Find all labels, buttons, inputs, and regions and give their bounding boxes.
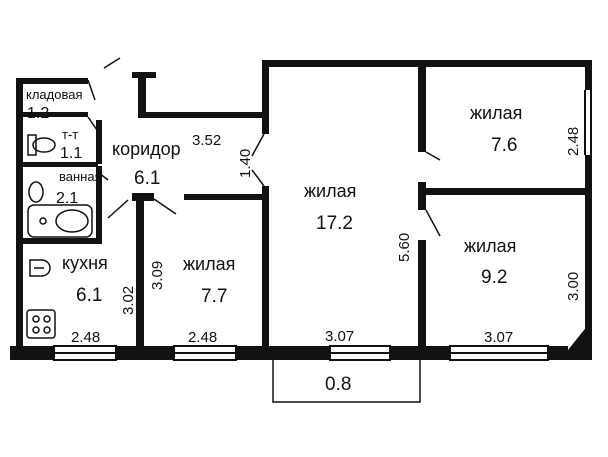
- dim-140: 1.40: [237, 149, 254, 178]
- doors: [87, 57, 441, 237]
- dim-248-right: 2.48: [565, 127, 582, 156]
- dim-352: 3.52: [192, 132, 221, 149]
- toilet-area: 1.1: [60, 145, 82, 162]
- living-top-right-area: 7.6: [491, 135, 517, 156]
- storage-area: 1.2: [27, 105, 49, 122]
- living-big-name: жилая: [304, 181, 356, 201]
- dim-560: 5.60: [396, 233, 413, 262]
- dim-302: 3.02: [120, 286, 137, 315]
- living-bottom-right-area: 9.2: [481, 267, 507, 288]
- living-big-area: 17.2: [316, 213, 353, 234]
- dim-307-big: 3.07: [325, 328, 354, 345]
- living-bottom-right-name: жилая: [464, 236, 516, 256]
- bath-name: ванная: [59, 169, 102, 184]
- toilet-name: т-т: [62, 127, 78, 142]
- dim-309: 3.09: [149, 261, 166, 290]
- kitchen-name: кухня: [62, 253, 108, 273]
- dim-300: 3.00: [565, 272, 582, 301]
- dim-307-right: 3.07: [484, 329, 513, 346]
- living-small-area: 7.7: [201, 286, 227, 307]
- corridor-area: 6.1: [134, 168, 160, 189]
- dim-248-living: 2.48: [188, 329, 217, 346]
- dimension-labels: 3.52 1.40 3.09 3.02 2.48 2.48 3.07 5.60 …: [71, 127, 582, 395]
- windows: [53, 345, 549, 361]
- bath-area: 2.1: [56, 190, 78, 207]
- dim-248-kitchen: 2.48: [71, 329, 100, 346]
- living-top-right-name: жилая: [470, 103, 522, 123]
- room-labels: кладовая 1.2 т-т 1.1 ванная 2.1 коридор …: [26, 87, 522, 307]
- dim-08: 0.8: [325, 374, 351, 395]
- toilet-fixture: [27, 134, 56, 156]
- storage-name: кладовая: [26, 87, 83, 102]
- bath-fixtures: [27, 181, 93, 238]
- stove-icon: [26, 309, 56, 339]
- kitchen-area: 6.1: [76, 285, 102, 306]
- balcony: [272, 360, 421, 403]
- kitchen-sink: [29, 259, 51, 277]
- corridor-name: коридор: [112, 139, 181, 159]
- living-small-name: жилая: [183, 254, 235, 274]
